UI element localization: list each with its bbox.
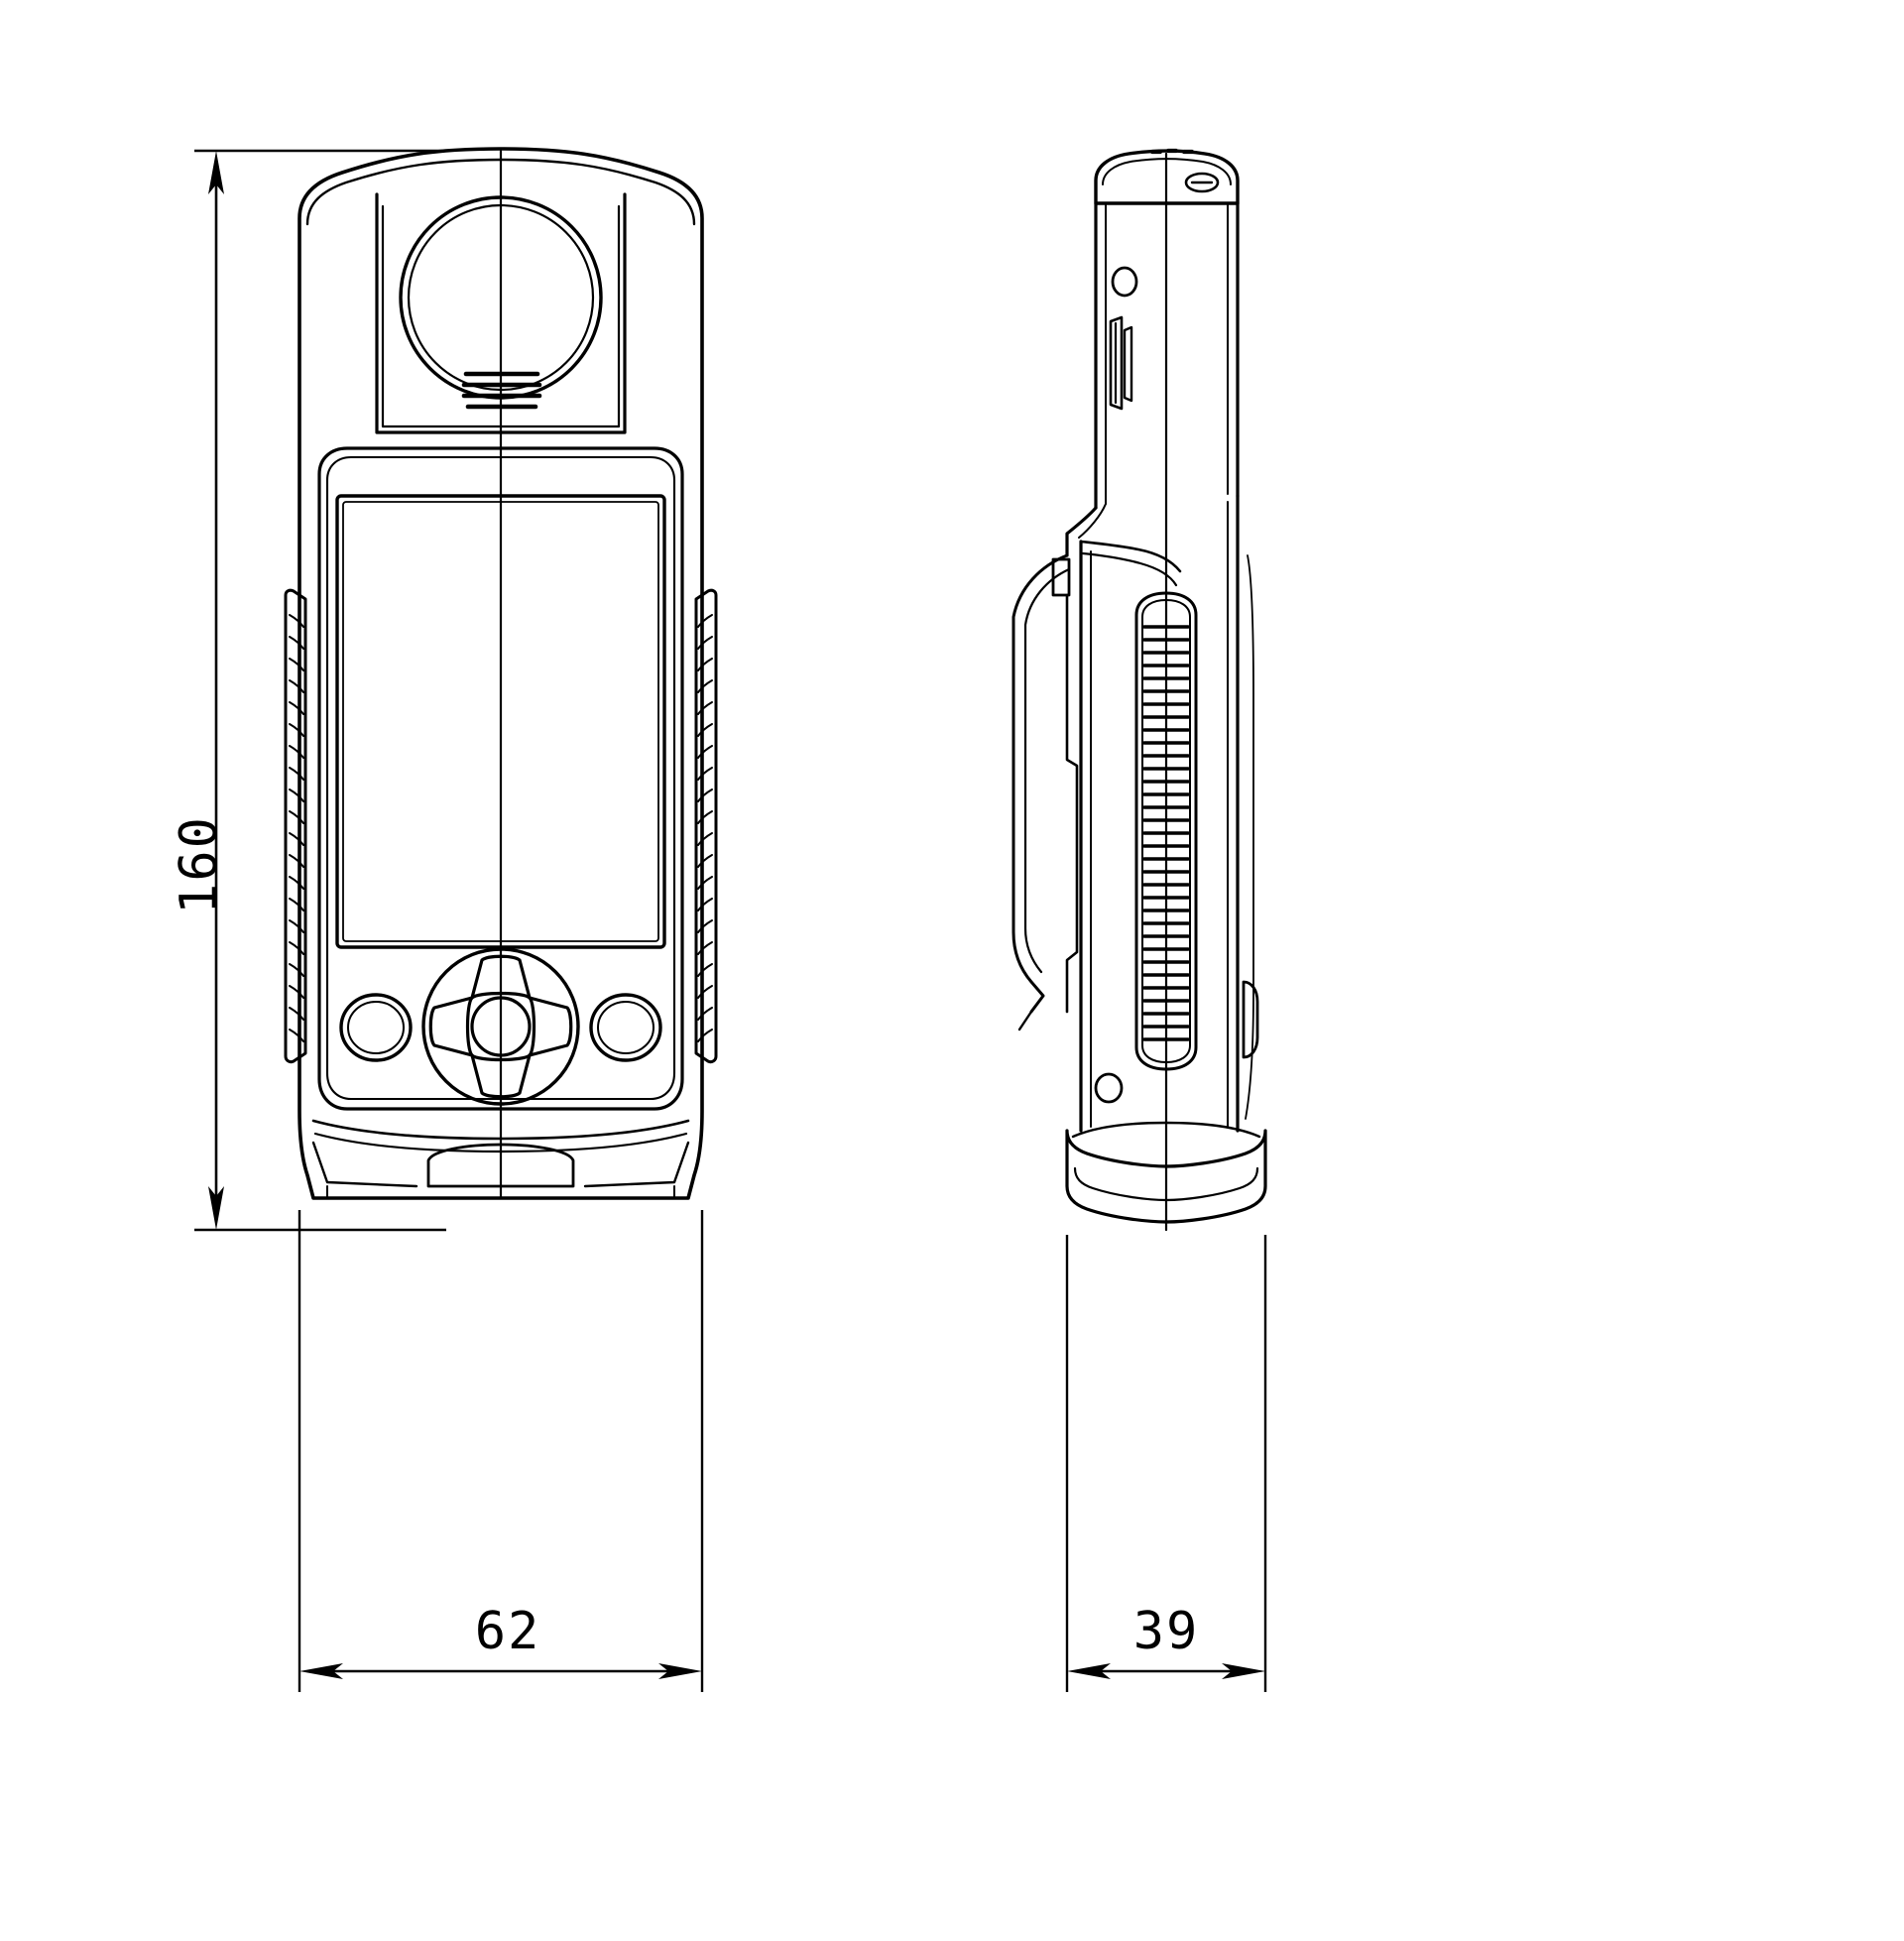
long-vent-grille-outline (1134, 591, 1198, 1071)
depth-dimension-group (1065, 1235, 1267, 1692)
front-faceplate (317, 446, 684, 1111)
side-top-port (1184, 172, 1220, 193)
bottom-left-chamfer (311, 1141, 418, 1188)
side-top-cap (1094, 149, 1240, 205)
width-arrow-left (299, 1663, 343, 1679)
bottom-right-chamfer (583, 1141, 690, 1188)
depth-arrow-left (1067, 1663, 1111, 1679)
belt-clip-inner (1023, 567, 1071, 974)
right-round-button[interactable] (589, 993, 662, 1062)
clip-arm-upper (1065, 593, 1079, 1014)
dpad-left-key[interactable] (428, 996, 474, 1057)
side-view (1012, 148, 1267, 1232)
side-shoulder-left (1065, 506, 1098, 557)
belt-clip (1012, 553, 1069, 1014)
belt-clip-pivot-tab (1051, 557, 1071, 597)
side-lower-port (1242, 980, 1259, 1059)
height-dimension-group (194, 149, 446, 1232)
long-vent-grille-outline-inner (1141, 599, 1191, 1063)
front-outer-shell (298, 147, 704, 1200)
side-lower-hole (1094, 1072, 1124, 1104)
side-shoulder-inner-curve (1079, 540, 1182, 573)
front-faceplate-offset (325, 455, 676, 1101)
dpad-right-key[interactable] (528, 996, 573, 1057)
depth-arrow-right (1222, 1663, 1265, 1679)
right-round-button-inner (597, 1001, 654, 1054)
width-arrow-right (658, 1663, 702, 1679)
bottom-center-tab (426, 1143, 575, 1188)
height-arrow-bottom (208, 1186, 224, 1230)
dpad-keys (428, 954, 573, 1099)
left-grip-strip (284, 588, 307, 1064)
height-dimension-label: 160 (170, 815, 229, 914)
side-slot-vent-outline (1109, 315, 1124, 411)
right-grip-strip (694, 588, 718, 1064)
left-round-button[interactable] (339, 993, 413, 1062)
side-lower-right-edge-offset-2 (1245, 554, 1254, 1120)
side-slot-vent-second (1123, 325, 1133, 403)
right-grip-ribs (697, 614, 713, 1042)
side-top-dots (1149, 148, 1195, 155)
side-shoulder-inner-curve-2 (1081, 551, 1178, 587)
side-shoulder-left-offset (1078, 503, 1107, 539)
belt-clip-tail (1017, 1010, 1033, 1031)
left-round-button-inner (347, 1001, 405, 1054)
width-dimension-label: 62 (475, 1602, 541, 1661)
left-grip-ribs (289, 614, 304, 1042)
side-upper-hole (1111, 266, 1138, 298)
front-view (284, 147, 718, 1200)
height-arrow-top (208, 151, 224, 194)
depth-dimension-label: 39 (1133, 1602, 1200, 1661)
width-dimension-group (298, 1210, 704, 1692)
